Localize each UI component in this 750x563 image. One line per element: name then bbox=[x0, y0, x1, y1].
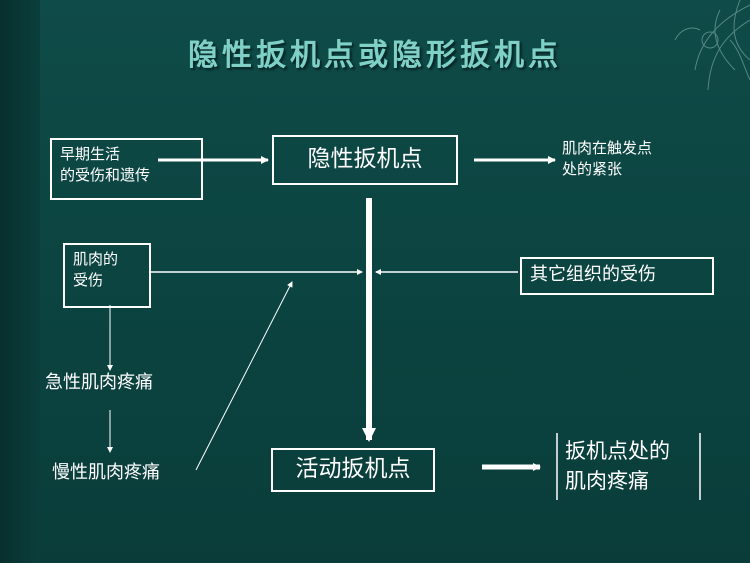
node-active-trigger: 活动扳机点 bbox=[271, 448, 435, 492]
node-acute-pain: 急性肌肉疼痛 bbox=[45, 372, 153, 393]
node-early-life: 早期生活 的受伤和遗传 bbox=[50, 138, 203, 200]
node-muscle-injury: 肌肉的 受伤 bbox=[63, 243, 151, 308]
corner-ornament-icon bbox=[674, 0, 750, 91]
node-latent-trigger: 隐性扳机点 bbox=[272, 135, 458, 185]
node-muscle-tension: 肌肉在触发点 处的紧张 bbox=[562, 139, 653, 178]
slide-title: 隐性扳机点或隐形扳机点 bbox=[188, 38, 562, 73]
arrow-chronic-to-center bbox=[195, 281, 293, 471]
node-trigger-pain: 扳机点处的 肌肉疼痛 bbox=[565, 439, 670, 493]
left-decorative-band bbox=[0, 0, 40, 563]
node-chronic-pain: 慢性肌肉疼痛 bbox=[52, 462, 160, 483]
node-other-tissue-injury: 其它组织的受伤 bbox=[520, 257, 714, 295]
